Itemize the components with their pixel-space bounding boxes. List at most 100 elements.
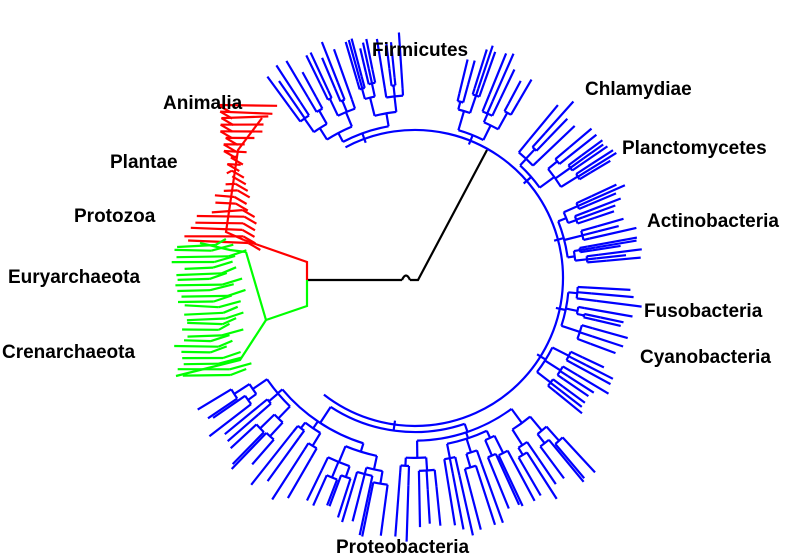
tree-leaf [537,457,557,485]
tree-branch [558,157,568,165]
tree-leaf [197,388,232,411]
tree-branch [577,291,592,295]
tree-leaf [183,339,211,343]
tree-branch [582,230,599,237]
tree-branch [529,415,543,432]
label-chlamydiae: Chlamydiae [585,79,692,100]
tree-leaf [525,451,558,500]
tree-branch [577,198,594,208]
tree-branch [337,445,347,463]
tree-leaf [184,311,224,316]
tree-leaf [589,226,637,240]
tree-branch [469,95,478,114]
tree-branch [584,312,602,319]
tree-branch [563,234,583,242]
tree-leaf [591,183,617,198]
tree-branch [545,425,560,442]
subclade-stem [536,353,547,361]
tree-branch [577,216,595,225]
tree-branch [312,420,319,429]
eukaryota-clade [184,103,309,280]
tree-leaf [591,292,634,299]
tree-branch [547,168,562,188]
tree-leaf [361,482,375,537]
tree-leaf [587,286,631,291]
tree-branch [454,456,461,476]
label-euryarchaeota: Euryarchaeota [8,267,140,288]
tree-branch [577,167,592,178]
tree-leaf [229,423,258,450]
tree-leaf [497,454,524,507]
tree-branch [209,283,234,292]
tree-leaf [546,117,569,141]
tree-leaf [480,463,504,524]
tree-leaf [320,41,339,84]
tree-leaf [389,42,396,78]
tree-leaf [463,468,482,530]
tree-leaf [190,226,243,231]
tree-branch [567,219,577,225]
tree-leaf [230,432,268,470]
tree-branch [304,421,321,434]
tree-leaf [306,469,323,501]
subclade-stem [467,134,474,145]
tree-branch [292,425,299,433]
tree-leaf [477,45,494,90]
tree-branch [417,408,513,442]
tree-branch [247,242,261,251]
tree-branch [425,470,429,490]
tree-leaf [587,192,617,207]
tree-leaf [211,209,243,214]
tree-branch [525,148,536,160]
tree-branch [400,464,410,468]
tree-branch [561,324,581,333]
tree-leaf [224,404,261,436]
tree-leaf [458,475,474,536]
tree-leaf [548,439,585,483]
tree-branch [583,316,596,322]
tree-leaf [590,151,617,170]
tree-leaf [582,204,616,219]
tree-branch [572,250,577,261]
tree-leaf [596,254,627,260]
tree-branch [485,430,492,439]
tree-leaf [177,289,211,293]
tree-branch [225,311,244,320]
tree-leaf [418,479,422,528]
tree-leaf [207,397,238,420]
tree-branch [556,374,565,381]
tree-leaf [196,214,245,218]
tree-leaf [592,244,621,252]
archaea-backbone-upper [199,241,247,254]
tree-branch [300,421,307,429]
tree-leaf [488,52,508,95]
tree-branch [466,449,478,455]
tree-branch [242,235,256,245]
tree-leaf [379,484,389,536]
tree-branch [578,171,592,181]
tree-leaf [435,486,442,526]
tree-branch [462,84,470,103]
tree-branch [242,222,256,232]
archaea-backbone [175,319,267,378]
tree-branch [306,96,318,113]
tree-branch [367,68,374,84]
tree-branch [474,88,480,96]
tree-leaf [359,48,367,73]
tree-leaf [212,394,246,419]
tree-leaf [309,52,330,92]
tree-branch [571,164,581,172]
tree-branch [547,160,558,170]
tree-leaf [405,485,410,542]
tree-branch [535,138,549,152]
tree-branch [478,82,486,98]
tree-leaf [561,436,596,474]
tree-branch [575,195,592,205]
tree-branch [230,367,247,377]
tree-leaf [195,221,244,225]
tree-branch [289,106,302,123]
tree-branch [369,97,376,117]
tree-branch [385,113,390,127]
tree-leaf [221,115,269,120]
